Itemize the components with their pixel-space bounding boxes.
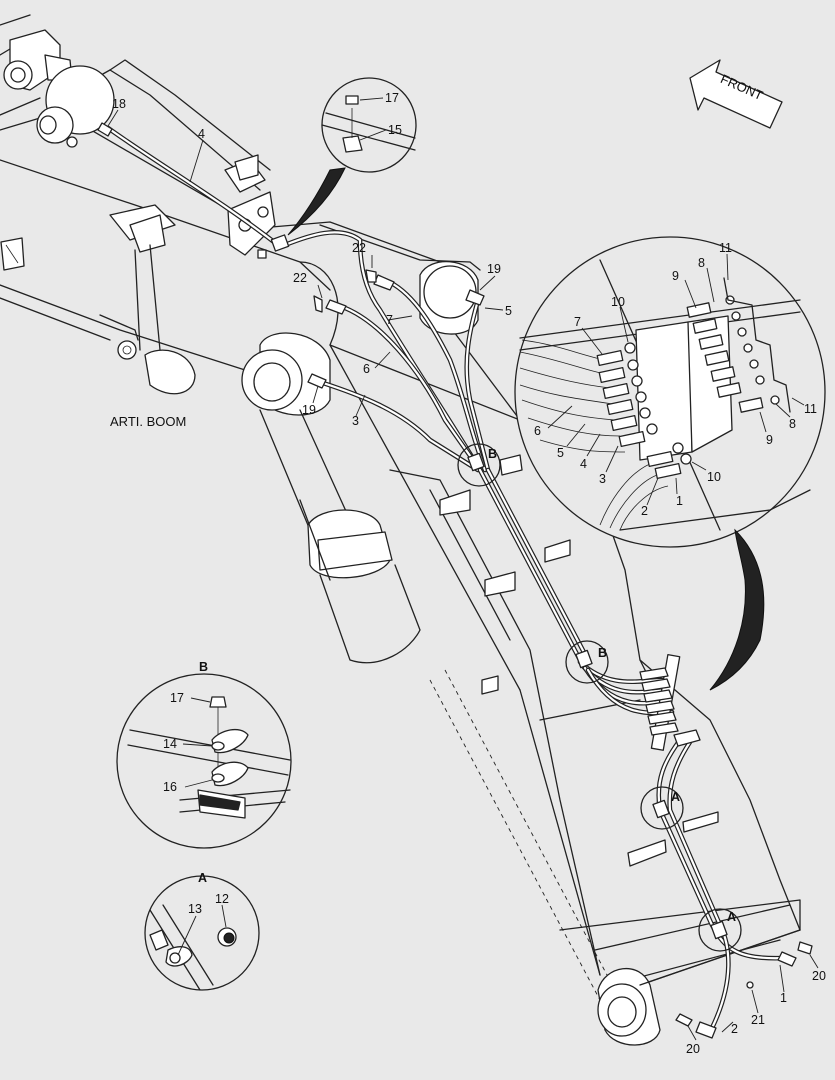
boom-cylinder	[241, 332, 421, 664]
detail-callout-10: 10	[611, 295, 625, 309]
detail-b-callout-16: 16	[163, 780, 177, 794]
front-direction-arrow: FRONT	[689, 59, 783, 129]
callout-22: 22	[352, 241, 366, 255]
leader-lines	[107, 97, 819, 1041]
detail-fitting-row	[596, 277, 791, 480]
detail-callout-1: 1	[676, 494, 683, 508]
detail-a-callout-13: 13	[188, 902, 202, 916]
section-markers: B B A A	[488, 447, 736, 924]
callout-20: 20	[812, 969, 826, 983]
section-marker-a: A	[671, 790, 680, 804]
callout-5: 5	[505, 304, 512, 318]
detail-callout-9: 9	[672, 269, 679, 283]
detail-callout-10: 10	[707, 470, 721, 484]
upper-boom-structure	[0, 14, 441, 395]
callout-3: 3	[352, 414, 359, 428]
callout-20: 20	[686, 1042, 700, 1056]
arm-structure	[299, 224, 801, 1001]
arm-end-boss	[597, 929, 801, 1046]
callout-4: 4	[198, 127, 205, 141]
callout-6: 6	[363, 362, 370, 376]
detail-a-callout-12: 12	[215, 892, 229, 906]
callout-labels: 18 4 17 15 22 22 19 5 7 6 19 3 11 8 9 10…	[112, 91, 826, 1056]
callout-19: 19	[487, 262, 501, 276]
detail-callout-6: 6	[534, 424, 541, 438]
callout-7: 7	[386, 313, 393, 327]
detail-b-title: B	[199, 660, 208, 674]
callout-2: 2	[731, 1022, 738, 1036]
clamp-marker-circles	[457, 443, 742, 952]
section-marker-a: A	[727, 910, 736, 924]
detail-callout-2: 2	[641, 504, 648, 518]
callout-17: 17	[385, 91, 399, 105]
detail-callout-8: 8	[698, 256, 705, 270]
detail-circle-top	[287, 77, 417, 236]
detail-callout-8: 8	[789, 417, 796, 431]
section-marker-b: B	[488, 447, 497, 461]
detail-b	[116, 673, 292, 849]
detail-circle-right	[514, 236, 826, 691]
detail-callout-7: 7	[574, 315, 581, 329]
detail-callout-11: 11	[804, 402, 817, 416]
arti-boom-label: ARTI. BOOM	[110, 414, 186, 429]
callout-22: 22	[293, 271, 307, 285]
callout-1: 1	[780, 991, 787, 1005]
detail-callout-5: 5	[557, 446, 564, 460]
detail-a-title: A	[198, 871, 207, 885]
callout-21: 21	[751, 1013, 765, 1027]
detail-callout-11: 11	[719, 241, 732, 255]
detail-b-callout-14: 14	[163, 737, 177, 751]
detail-b-callout-17: 17	[170, 691, 184, 705]
detail-callout-4: 4	[580, 457, 587, 471]
detail-a	[144, 875, 260, 991]
callout-19: 19	[302, 403, 316, 417]
main-fittings	[97, 122, 813, 1039]
detail-callout-9: 9	[766, 433, 773, 447]
callout-18: 18	[112, 97, 126, 111]
callout-15: 15	[388, 123, 402, 137]
detail-callout-3: 3	[599, 472, 606, 486]
section-marker-b: B	[598, 646, 607, 660]
